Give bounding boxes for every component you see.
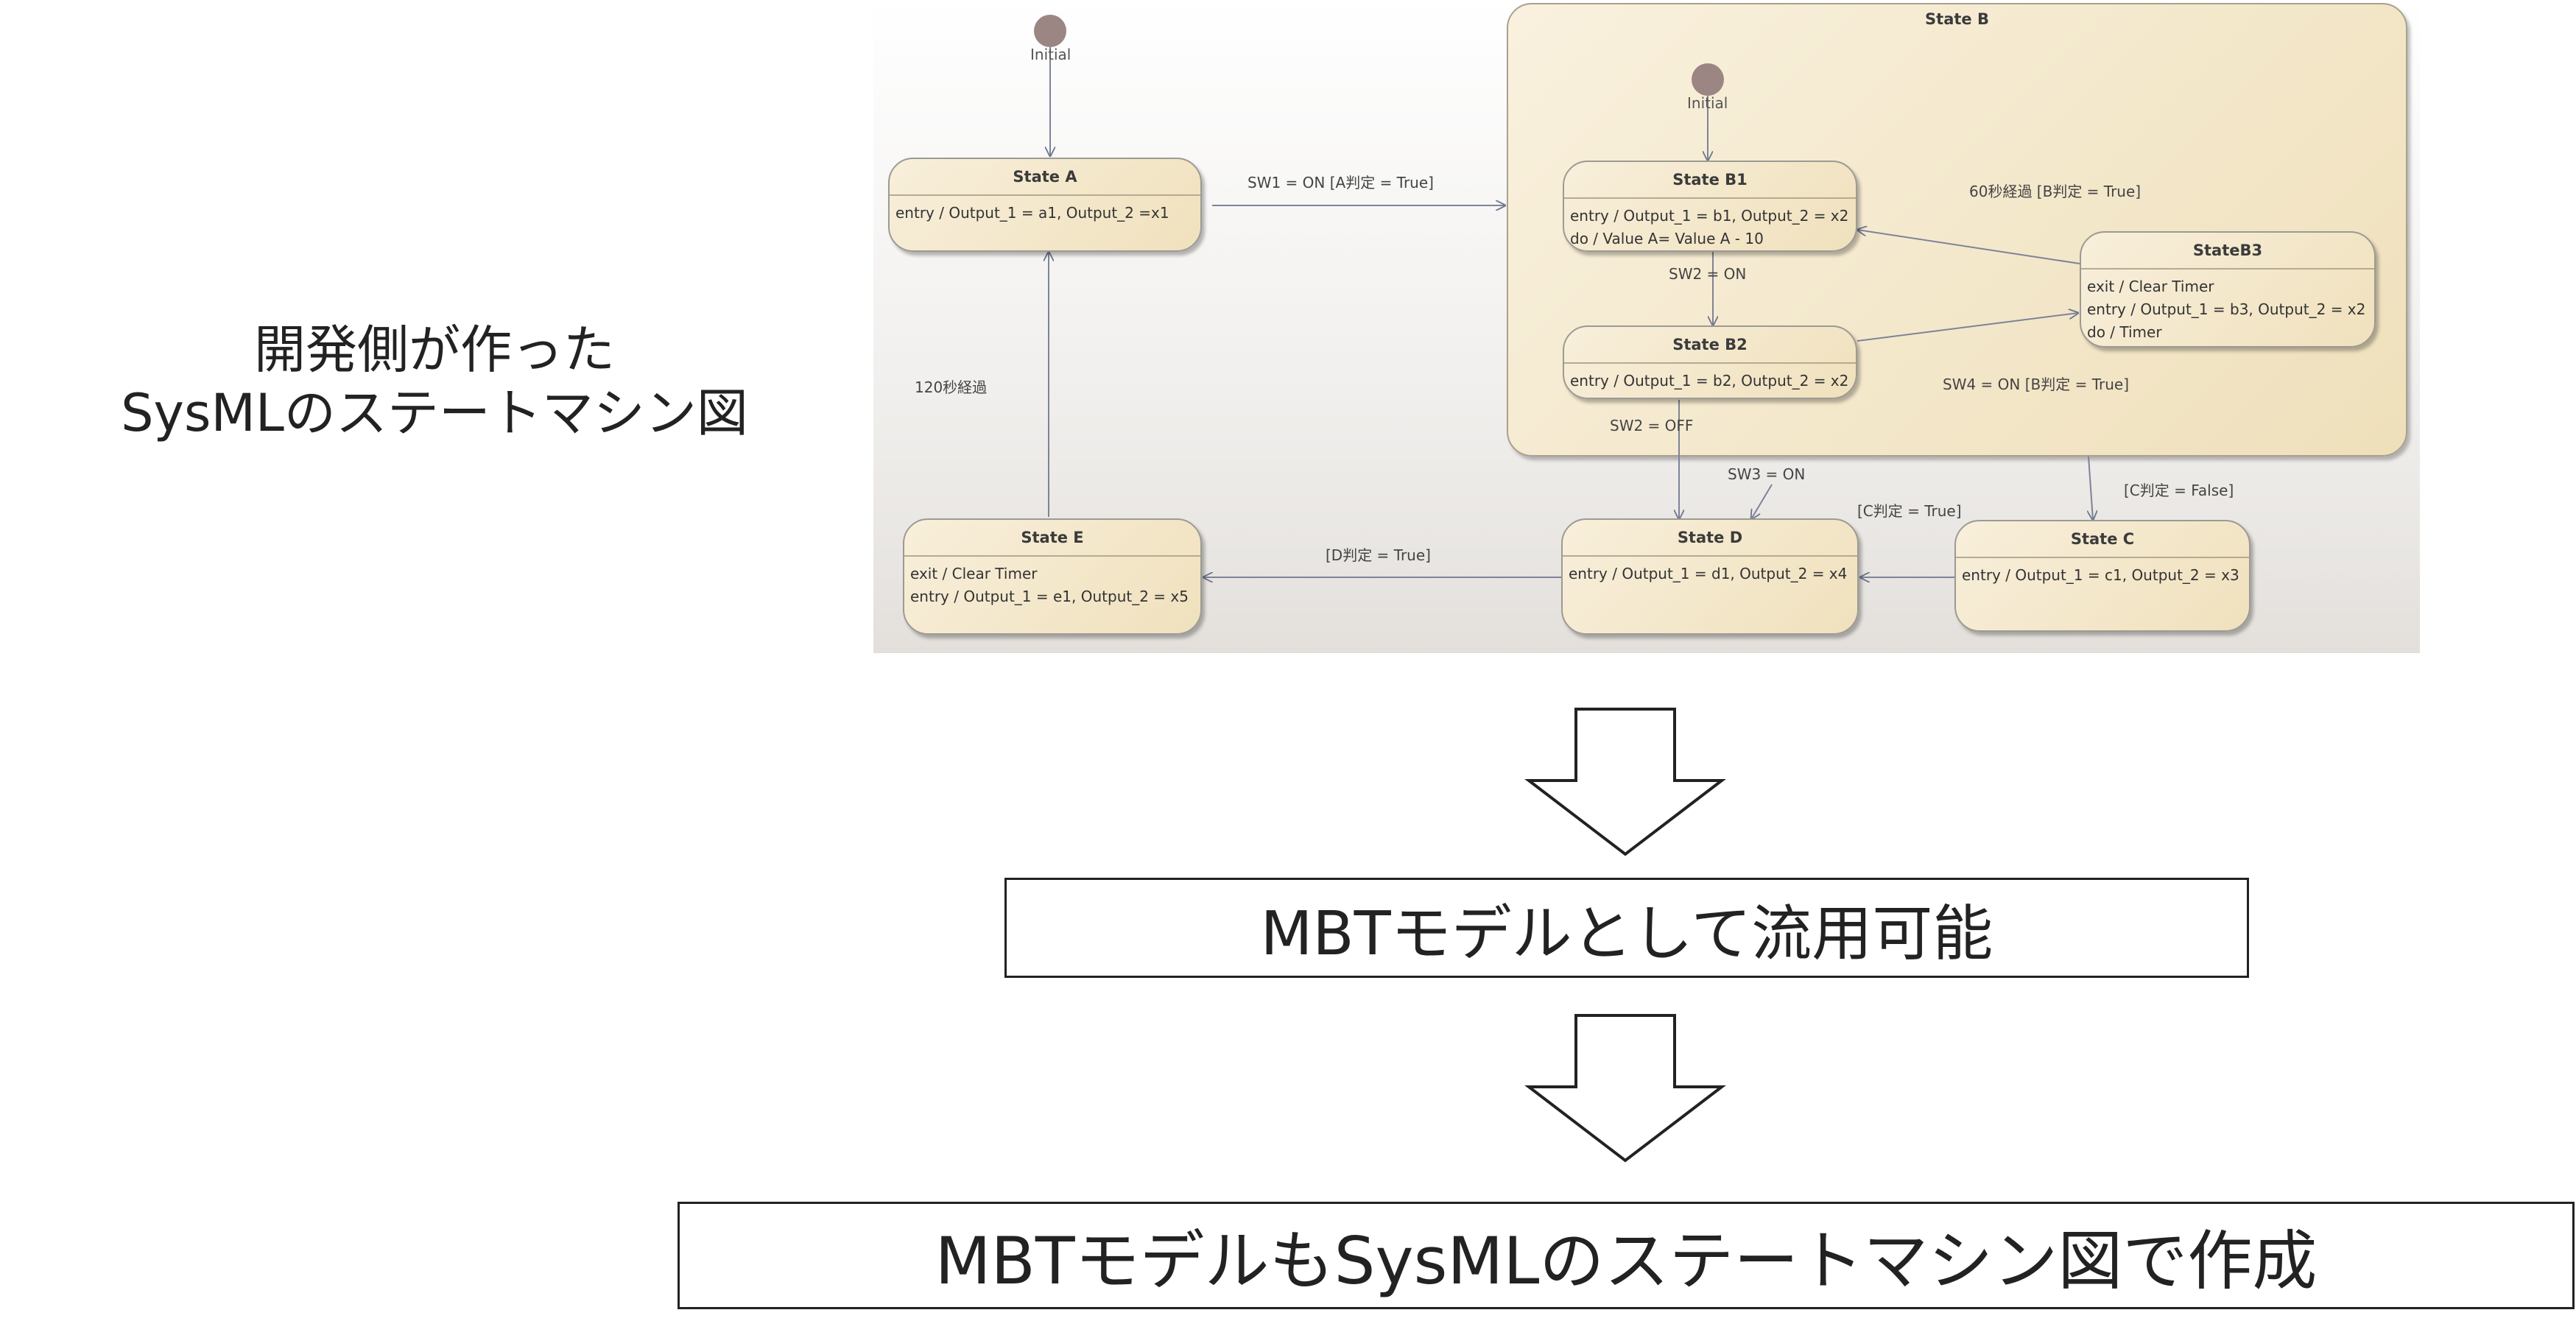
transition-b2-to-b3 <box>1857 313 2078 342</box>
state-b3-exit: exit / Clear Timer <box>2087 278 2214 295</box>
state-e-name: State E <box>904 520 1200 557</box>
transition-b-to-c <box>2088 456 2093 520</box>
mbt-sysml-text: MBTモデルもSysMLのステートマシン図で作成 <box>935 1222 2318 1299</box>
state-c-name: State C <box>1956 521 2249 558</box>
label-b-to-c: [C判定 = False] <box>2124 482 2234 499</box>
state-b1-entry: entry / Output_1 = b1, Output_2 = x2 <box>1570 207 1849 225</box>
state-d-name: State D <box>1563 520 1857 557</box>
label-b3-to-b1: 60秒経過 [B判定 = True] <box>1969 183 2142 200</box>
initial-node-b <box>1692 63 1724 96</box>
label-b2-to-b3: SW4 = ON [B判定 = True] <box>1943 376 2130 393</box>
state-b2-name: State B2 <box>1564 327 1856 364</box>
state-b3-entry: entry / Output_1 = b3, Output_2 = x2 <box>2087 300 2366 318</box>
label-a-to-b: SW1 = ON [A判定 = True] <box>1247 174 1434 191</box>
state-b2: State B2 entry / Output_1 = b2, Output_2… <box>1563 325 1857 399</box>
state-b1-do: do / Value A= Value A - 10 <box>1570 230 1764 247</box>
state-b3-do: do / Timer <box>2087 323 2162 341</box>
state-a-entry: entry / Output_1 = a1, Output_2 =x1 <box>895 204 1169 222</box>
state-b3: StateB3 exit / Clear Timer entry / Outpu… <box>2080 231 2376 348</box>
state-d-entry: entry / Output_1 = d1, Output_2 = x4 <box>1569 565 1848 582</box>
mbt-reuse-text: MBTモデルとして流用可能 <box>1260 898 1993 969</box>
label-c-to-d: [C判定 = True] <box>1857 502 1962 520</box>
state-machine-diagram: State B Initial Initial State A e <box>873 0 2420 653</box>
label-b-to-d: SW3 = ON <box>1728 465 1806 483</box>
state-c-entry: entry / Output_1 = c1, Output_2 = x3 <box>1962 566 2239 584</box>
transition-b-to-d <box>1751 484 1773 519</box>
mbt-sysml-box: MBTモデルもSysMLのステートマシン図で作成 <box>678 1202 2575 1309</box>
state-b2-entry: entry / Output_1 = b2, Output_2 = x2 <box>1570 372 1849 390</box>
state-c: State C entry / Output_1 = c1, Output_2 … <box>1954 520 2251 632</box>
initial-node-b-label: Initial <box>1687 94 1728 112</box>
label-b1-to-b2: SW2 = ON <box>1669 265 1747 283</box>
label-d-to-e: [D判定 = True] <box>1326 546 1431 564</box>
left-caption-line2: SysMLのステートマシン図 <box>121 383 748 443</box>
state-e-exit: exit / Clear Timer <box>910 565 1038 582</box>
state-e: State E exit / Clear Timer entry / Outpu… <box>903 518 1202 635</box>
left-caption-line1: 開発側が作った <box>254 320 615 380</box>
down-arrow-1 <box>1524 708 1726 856</box>
state-e-entry: entry / Output_1 = e1, Output_2 = x5 <box>910 588 1189 605</box>
label-e-to-a: 120秒経過 <box>915 378 988 396</box>
initial-node <box>1034 15 1066 47</box>
mbt-reuse-box: MBTモデルとして流用可能 <box>1004 878 2249 978</box>
left-caption: 開発側が作った SysMLのステートマシン図 <box>66 318 803 445</box>
label-b2-to-d: SW2 = OFF <box>1610 417 1694 434</box>
down-arrow-2 <box>1524 1014 1726 1163</box>
state-b1-name: State B1 <box>1564 162 1856 199</box>
initial-node-label: Initial <box>1030 46 1071 63</box>
transition-lines <box>873 46 2420 653</box>
state-b3-name: StateB3 <box>2081 233 2374 270</box>
state-a-name: State A <box>890 159 1200 196</box>
transition-b3-to-b1 <box>1857 230 2080 264</box>
state-d: State D entry / Output_1 = d1, Output_2 … <box>1561 518 1859 635</box>
state-a: State A entry / Output_1 = a1, Output_2 … <box>888 158 1202 252</box>
composite-state-b-title: State B <box>1925 10 1989 28</box>
state-b1: State B1 entry / Output_1 = b1, Output_2… <box>1563 161 1857 252</box>
